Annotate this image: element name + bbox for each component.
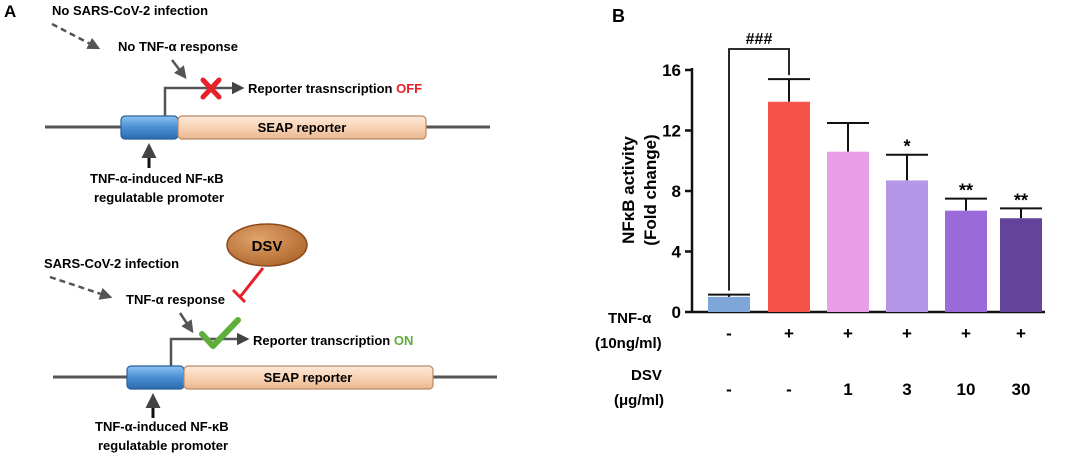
panel-a-label: A (4, 2, 16, 21)
dsv-row-cell: 3 (902, 380, 911, 399)
inhibition-bar-icon (231, 267, 265, 304)
bar (827, 151, 869, 312)
bottom-dashed-arrow (49, 275, 113, 300)
dsv-row-cell: - (786, 380, 792, 399)
dsv-row-cell: 30 (1012, 380, 1031, 399)
bar (945, 210, 987, 312)
significance-label: * (903, 137, 910, 157)
significance-label: ** (959, 181, 973, 201)
bottom-promoter-box (126, 365, 185, 390)
top-promoter-line1: TNF-α-induced NF-κB (90, 171, 224, 186)
bottom-response-text: TNF-α response (126, 292, 225, 307)
y-tick-label: 0 (672, 303, 681, 322)
dsv-row-label-line2: (μg/ml) (614, 392, 664, 409)
top-promoter-box (120, 115, 179, 140)
tnf-row-label-line2: (10ng/ml) (595, 335, 662, 352)
bottom-reporter-text: Reporter transcription ON (253, 333, 413, 348)
bottom-promoter-line2: regulatable promoter (98, 438, 228, 453)
dsv-ellipse (226, 223, 308, 267)
y-axis-label-line1: NFκB activity (619, 136, 638, 244)
tnf-row-label-line1: TNF-α (608, 310, 652, 327)
tnf-row-cell: + (843, 324, 853, 343)
significance-label: ** (1014, 190, 1028, 210)
panel-b-label: B (612, 6, 625, 26)
y-tick-label: 12 (662, 122, 681, 141)
bar-chart: NFκB activity (Fold change) 0481216*****… (595, 31, 1045, 409)
y-axis-label-line2: (Fold change) (641, 134, 660, 245)
top-response-text: No TNF-α response (118, 39, 238, 54)
top-reporter-text: Reporter trasnscription OFF (248, 81, 422, 96)
bar (708, 296, 750, 312)
hash-label: ### (746, 31, 773, 48)
tnf-row-cell: + (784, 324, 794, 343)
top-dashed-arrow (51, 22, 101, 50)
dsv-row-cell: 10 (957, 380, 976, 399)
y-tick-label: 16 (662, 61, 681, 80)
bar (768, 101, 810, 312)
bottom-promoter-line1: TNF-α-induced NF-κB (95, 419, 229, 434)
top-gene-label: SEAP reporter (258, 120, 347, 135)
y-tick-label: 4 (672, 243, 682, 262)
tnf-row-cell: + (1016, 324, 1026, 343)
bottom-gene-label: SEAP reporter (264, 370, 353, 385)
top-promoter-line2: regulatable promoter (94, 190, 224, 205)
dsv-label: DSV (252, 238, 283, 255)
bottom-infection-text: SARS-CoV-2 infection (44, 256, 179, 271)
bar (886, 180, 928, 312)
top-infection-text: No SARS-CoV-2 infection (52, 3, 208, 18)
y-tick-label: 8 (672, 182, 681, 201)
green-check-icon (199, 317, 241, 349)
bar (1000, 218, 1042, 312)
dsv-row-cell: 1 (843, 380, 852, 399)
top-transcription-arrow (163, 81, 245, 117)
tnf-row-cell: + (902, 324, 912, 343)
top-response-arrow (171, 59, 187, 79)
tnf-row-cell: - (726, 324, 732, 343)
dsv-row-cell: - (726, 380, 732, 399)
dsv-row-label-line1: DSV (631, 367, 662, 384)
significance-bracket (728, 48, 790, 291)
top-gene-box (177, 115, 427, 140)
bottom-gene-box (183, 365, 434, 390)
bottom-response-arrow (178, 312, 194, 334)
red-x-icon (200, 77, 222, 100)
tnf-row-cell: + (961, 324, 971, 343)
